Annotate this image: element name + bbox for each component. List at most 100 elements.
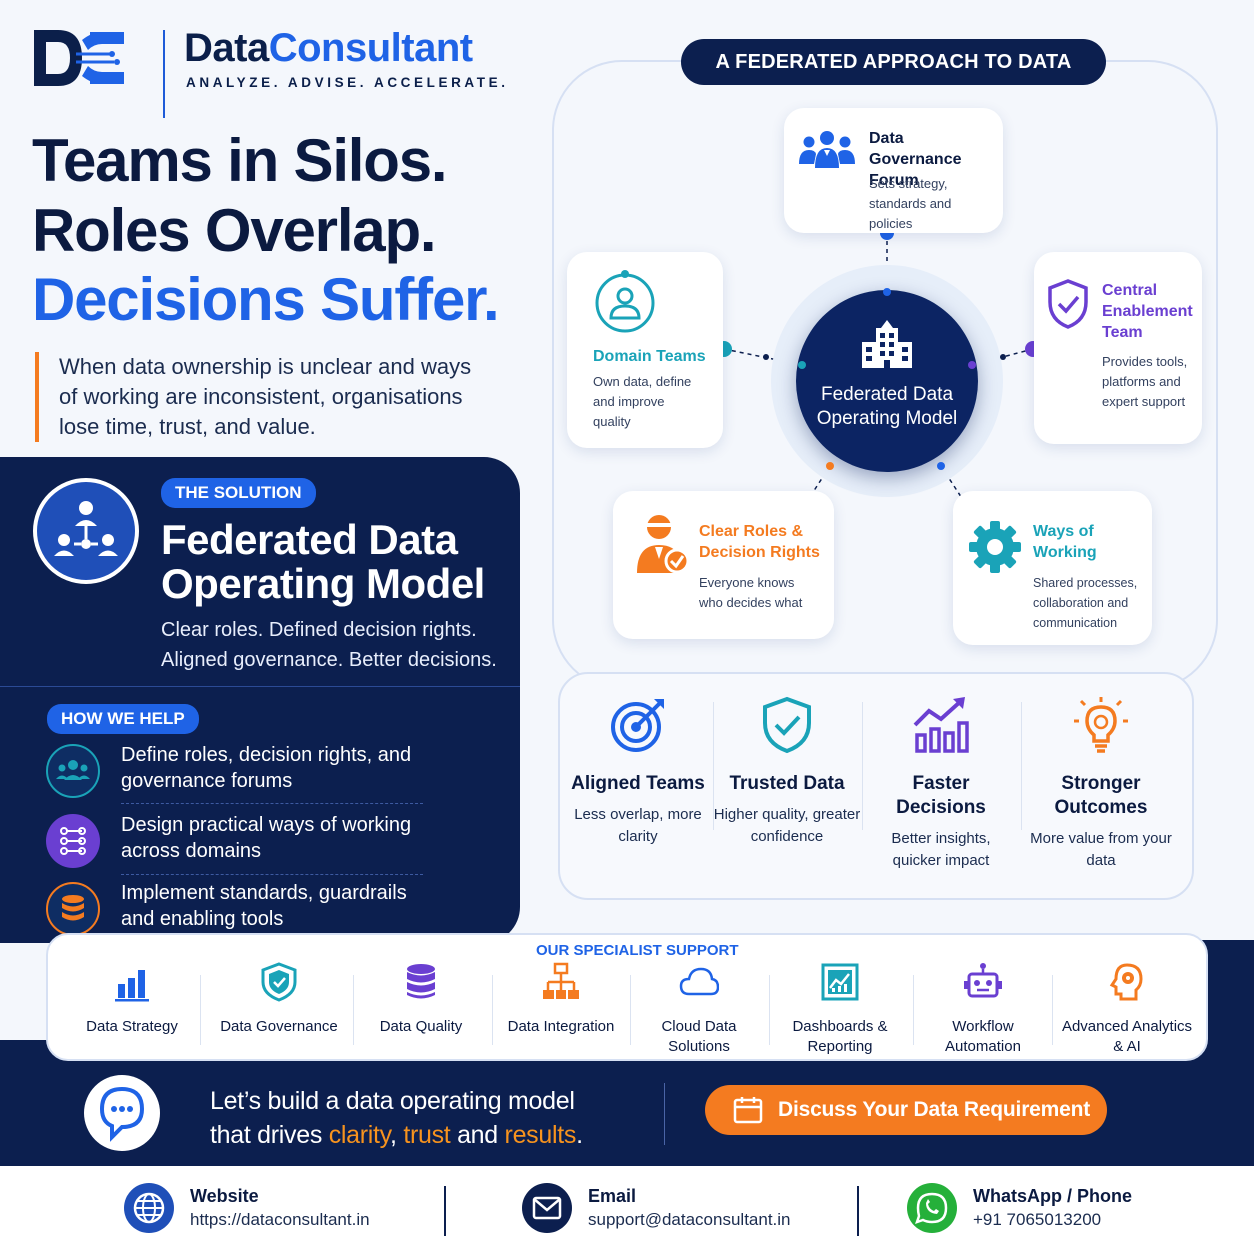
brand-tagline: ANALYZE. ADVISE. ACCELERATE.	[186, 75, 509, 90]
footer-label: Website	[190, 1186, 259, 1206]
cta-line2: that drives clarity, trust and results.	[210, 1118, 640, 1152]
solution-divider	[0, 686, 520, 687]
email-link[interactable]: support@dataconsultant.in	[588, 1210, 791, 1229]
service-divider	[353, 975, 354, 1045]
cta-text: Let’s build a data operating model that …	[210, 1084, 640, 1152]
cloud-icon	[679, 967, 720, 996]
service-dashboards[interactable]: Dashboards & Reporting	[770, 962, 910, 1057]
network-people-icon	[33, 478, 139, 584]
service-label: Cloud Data Solutions	[661, 1018, 737, 1055]
whatsapp-icon	[907, 1183, 957, 1233]
robot-icon	[964, 963, 1002, 998]
cta-and: and	[450, 1121, 505, 1149]
federated-hub	[796, 290, 978, 472]
help-item-roles: Define roles, decision rights, and gover…	[46, 742, 426, 804]
solution-pill: THE SOLUTION	[161, 478, 316, 508]
website-link[interactable]: https://dataconsultant.in	[190, 1210, 370, 1229]
node-desc: Provides tools, platforms and expert sup…	[1102, 354, 1188, 409]
service-label: Advanced Analytics & AI	[1061, 1018, 1193, 1055]
team-icon	[46, 744, 100, 798]
cta-highlight-trust: trust	[403, 1121, 451, 1149]
cta-period: .	[576, 1121, 583, 1149]
logo-divider	[163, 30, 165, 118]
service-label: Data Integration	[507, 1018, 615, 1035]
node-title: Ways of Working	[1033, 523, 1097, 561]
service-data-quality[interactable]: Data Quality	[351, 962, 491, 1037]
help-item-text: Define roles, decision rights, and gover…	[121, 744, 412, 792]
node-title: Clear Roles & Decision Rights	[699, 523, 820, 561]
headline-line1: Teams in Silos.	[32, 127, 448, 194]
service-data-governance[interactable]: Data Governance	[209, 962, 349, 1037]
service-divider	[492, 975, 493, 1045]
headline-line3: Decisions Suffer.	[32, 266, 500, 333]
dashboard-icon	[821, 963, 859, 1001]
service-data-strategy[interactable]: Data Strategy	[62, 962, 202, 1037]
help-item-text: Design practical ways of working across …	[121, 814, 412, 862]
benefit-title: Stronger Outcomes	[1054, 773, 1148, 818]
service-divider	[1052, 975, 1053, 1045]
node-desc: Everyone knows who decides what	[699, 575, 803, 610]
phone-link[interactable]: +91 7065013200	[973, 1210, 1102, 1229]
hierarchy-icon	[543, 962, 579, 999]
growth-chart-icon	[913, 697, 969, 753]
benefit-title: Trusted Data	[729, 773, 845, 794]
database-icon	[46, 882, 100, 936]
footer-label: WhatsApp / Phone	[973, 1186, 1132, 1206]
service-data-integration[interactable]: Data Integration	[491, 962, 631, 1037]
benefit-divider	[1021, 702, 1022, 830]
footer	[0, 1166, 1254, 1254]
node-governance: Data Governance Forum Sets strategy, sta…	[784, 108, 1003, 233]
node-ways: Ways of Working Shared processes, collab…	[953, 491, 1152, 645]
how-we-help-pill: HOW WE HELP	[47, 704, 199, 734]
node-desc: Own data, define and improve quality	[593, 374, 692, 429]
footer-phone[interactable]: WhatsApp / Phone +91 7065013200	[907, 1182, 1207, 1238]
discuss-requirement-label: Discuss Your Data Requirement	[778, 1098, 1091, 1121]
target-icon	[611, 699, 664, 752]
node-desc: Shared processes, collaboration and comm…	[1033, 576, 1138, 630]
intro-text: When data ownership is unclear and ways …	[35, 352, 485, 442]
group-icon	[799, 131, 855, 168]
service-label: Workflow Automation	[945, 1018, 1021, 1055]
headline-line2: Roles Overlap.	[32, 197, 437, 264]
benefits-panel	[558, 672, 1194, 900]
benefit-desc: More value from your data	[1030, 830, 1172, 869]
brand-name: DataConsultant	[184, 26, 473, 71]
footer-label: Email	[588, 1186, 637, 1206]
footer-divider	[444, 1186, 446, 1236]
service-divider	[913, 975, 914, 1045]
chat-bubble-icon	[84, 1075, 160, 1151]
hub-label: Federated Data Operating Model	[816, 384, 958, 429]
solution-description: Clear roles. Defined decision rights. Al…	[161, 619, 497, 671]
service-cloud-data[interactable]: Cloud Data Solutions	[629, 962, 769, 1057]
benefit-aligned-teams: Aligned Teams Less overlap, more clarity	[563, 695, 713, 848]
brand-name-part1: Data	[184, 26, 269, 70]
service-workflow[interactable]: Workflow Automation	[913, 962, 1053, 1057]
node-title: Central Enablement Team	[1102, 282, 1193, 341]
globe-icon	[124, 1183, 174, 1233]
node-title: Data Governance Forum	[869, 130, 962, 189]
discuss-requirement-button[interactable]: Discuss Your Data Requirement	[705, 1085, 1107, 1135]
brand-logo: DataConsultant ANALYZE. ADVISE. ACCELERA…	[32, 26, 505, 118]
shield-check-icon	[763, 696, 811, 754]
help-divider	[121, 874, 423, 875]
benefit-divider	[862, 702, 863, 830]
benefit-desc: Better insights, quicker impact	[891, 830, 991, 869]
service-analytics-ai[interactable]: Advanced Analytics & AI	[1057, 962, 1197, 1057]
mail-icon	[522, 1183, 572, 1233]
footer-divider	[857, 1186, 859, 1236]
calendar-icon	[733, 1097, 763, 1124]
footer-website[interactable]: Website https://dataconsultant.in	[124, 1182, 424, 1238]
service-label: Data Strategy	[86, 1018, 178, 1035]
node-domain: Domain Teams Own data, define and improv…	[567, 252, 723, 448]
benefit-title: Faster Decisions	[896, 773, 986, 818]
brain-icon	[1109, 963, 1143, 1001]
benefit-trusted-data: Trusted Data Higher quality, greater con…	[712, 695, 862, 848]
shield-check-icon	[1048, 279, 1088, 329]
footer-email[interactable]: Email support@dataconsultant.in	[522, 1182, 842, 1238]
service-divider	[769, 975, 770, 1045]
cta-line1: Let’s build a data operating model	[210, 1087, 575, 1115]
dc-logo-icon	[34, 30, 124, 86]
person-circle-icon	[595, 270, 655, 333]
service-label: Data Quality	[379, 1018, 463, 1035]
specialist-panel	[46, 933, 1208, 1061]
